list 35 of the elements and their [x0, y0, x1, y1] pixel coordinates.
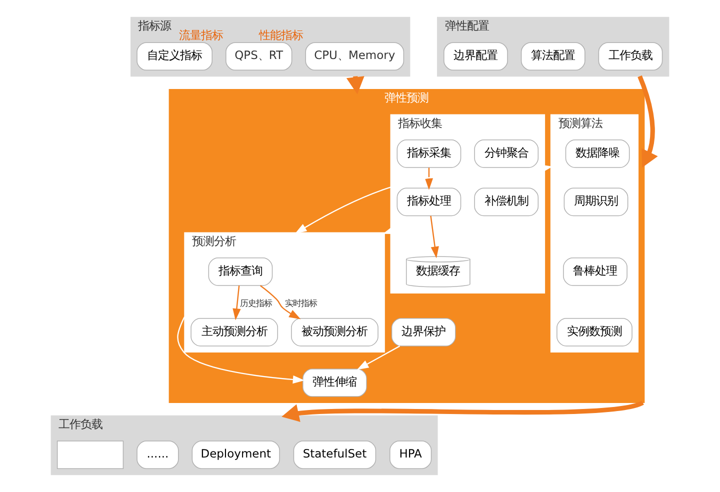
- node-box: 周期识别: [564, 188, 628, 216]
- node-box: 算法配置: [520, 42, 586, 71]
- node-box: HPA: [390, 440, 432, 469]
- node-box: 指标采集: [396, 140, 462, 168]
- node-box: 实例数预测: [556, 318, 632, 346]
- node-box: 补偿机制: [474, 188, 539, 216]
- node-box: 边界保护: [391, 318, 456, 346]
- node-box: 边界配置: [444, 42, 508, 71]
- edge-label: 历史指标: [240, 298, 272, 308]
- node-box: 自定义指标: [136, 42, 212, 71]
- node-box: Deployment: [192, 440, 280, 469]
- node-box: 指标处理: [396, 188, 462, 216]
- node-box: CPU、Memory: [305, 42, 404, 71]
- node-box: ......: [136, 440, 179, 469]
- arrow: [282, 400, 644, 422]
- arrow: [260, 285, 301, 320]
- node-box: QPS、RT: [226, 42, 292, 71]
- edge-label: 实时指标: [285, 298, 317, 308]
- arrow: [430, 216, 439, 258]
- node-box: 工作负载: [598, 42, 663, 71]
- node-box: 弹性伸缩: [302, 368, 367, 397]
- node-box: 被动预测分析: [291, 318, 378, 346]
- arrow: [356, 346, 400, 370]
- node-box: [56, 440, 124, 469]
- node-box: StatefulSet: [293, 440, 376, 469]
- node-box: 数据降噪: [565, 140, 630, 168]
- node-box: 指标查询: [208, 258, 273, 286]
- arrow: [638, 75, 658, 168]
- node-box: 主动预测分析: [190, 318, 278, 346]
- arrow: [424, 168, 434, 190]
- node-label: 性能指标: [258, 28, 303, 42]
- arrow: [232, 285, 241, 320]
- node-box: 分钟聚合: [474, 140, 539, 168]
- node-label: 流量指标: [179, 28, 224, 42]
- node-box: 鲁棒处理: [563, 258, 628, 286]
